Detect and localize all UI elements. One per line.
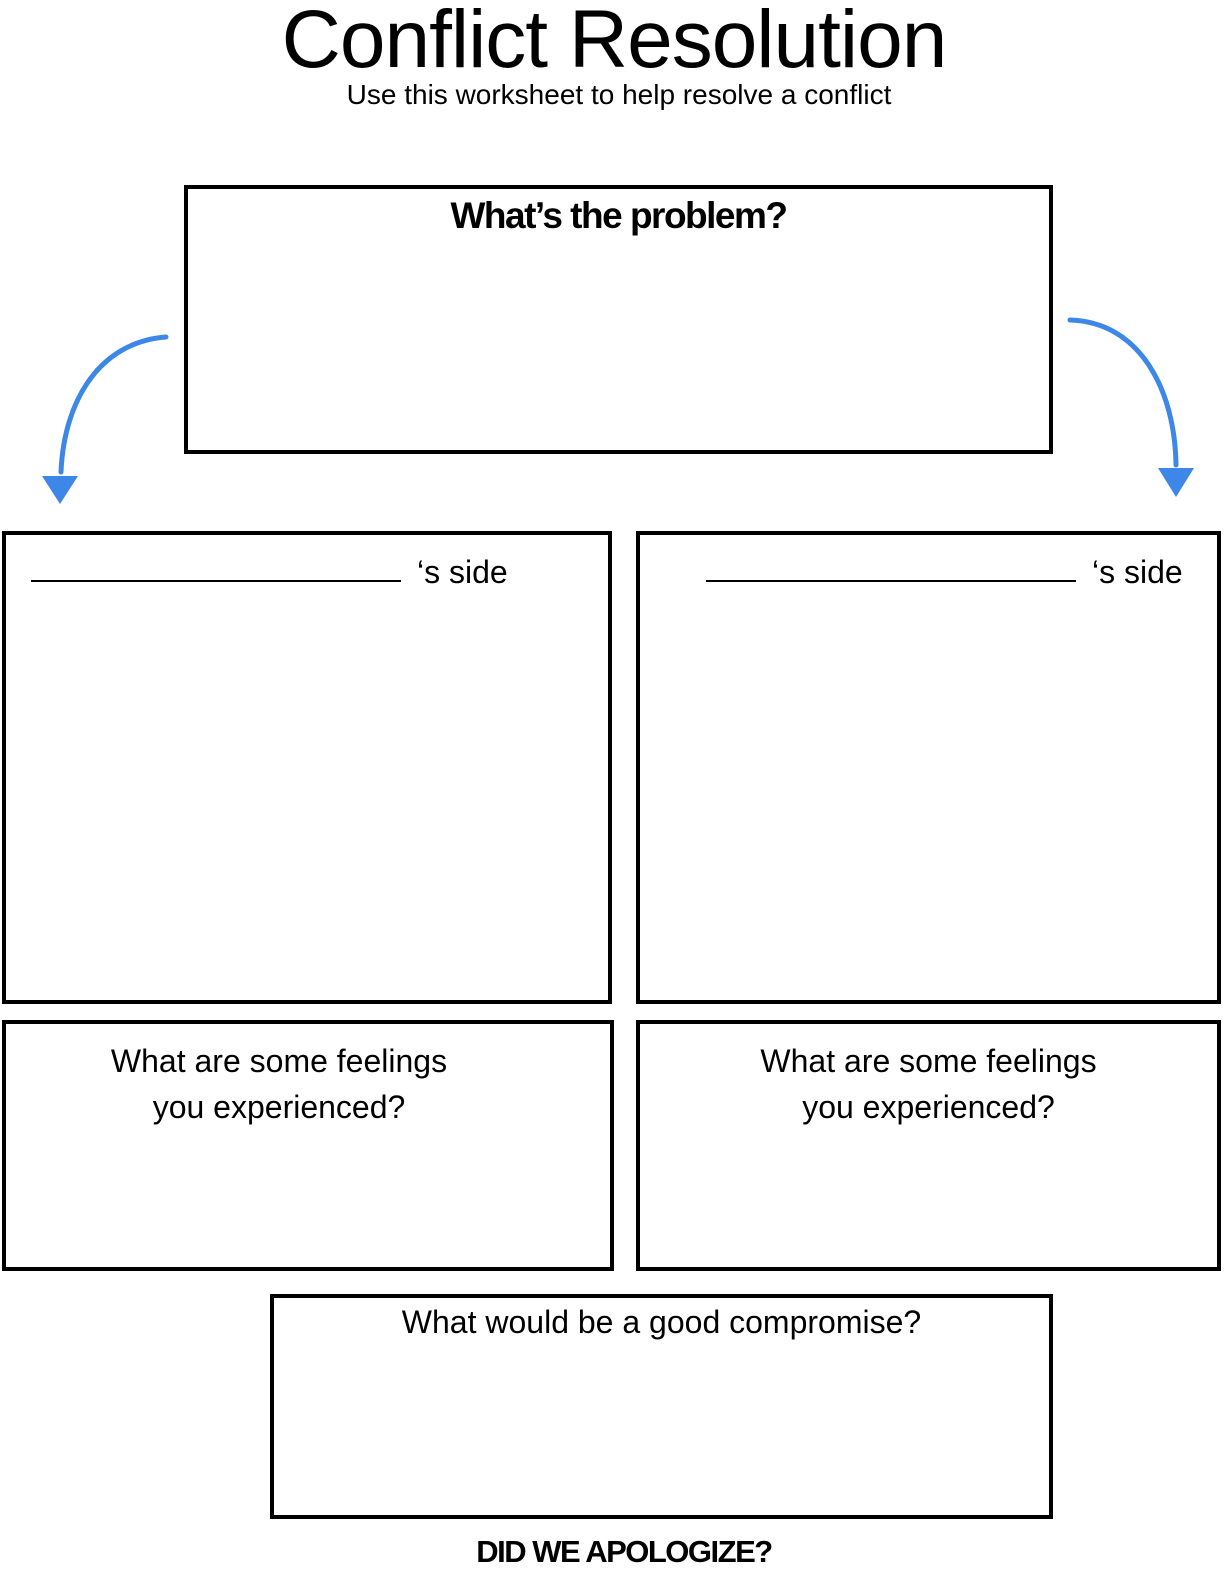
apology-question: DID WE APOLOGIZE? xyxy=(476,1534,773,1569)
curved-arrow-down-left-icon xyxy=(42,334,169,504)
problem-heading: What’s the problem? xyxy=(450,195,788,236)
left-feelings-line2: you experienced? xyxy=(152,1089,406,1125)
left-side-label: ‘s side xyxy=(417,554,508,590)
problem-box[interactable]: What’s the problem? xyxy=(184,185,1053,454)
left-feelings-prompt: What are some feelings you experienced? xyxy=(6,1038,552,1130)
compromise-heading: What would be a good compromise? xyxy=(401,1304,922,1340)
right-feelings-box[interactable]: What are some feelings you experienced? xyxy=(636,1020,1221,1271)
compromise-box[interactable]: What would be a good compromise? xyxy=(270,1294,1053,1519)
curved-arrow-down-right-icon xyxy=(1067,317,1194,497)
right-side-label: ‘s side xyxy=(1092,554,1183,590)
right-feelings-prompt: What are some feelings you experienced? xyxy=(640,1038,1217,1130)
left-feelings-line1: What are some feelings xyxy=(110,1043,448,1079)
right-feelings-line2: you experienced? xyxy=(802,1089,1055,1125)
page-title: Conflict Resolution xyxy=(281,0,948,85)
left-feelings-box[interactable]: What are some feelings you experienced? xyxy=(2,1020,614,1271)
page-subtitle: Use this worksheet to help resolve a con… xyxy=(346,79,892,110)
left-side-box[interactable]: ‘s side xyxy=(2,531,612,1004)
right-feelings-line1: What are some feelings xyxy=(760,1043,1097,1079)
right-side-box[interactable]: ‘s side xyxy=(636,531,1221,1004)
right-name-blank-line[interactable] xyxy=(706,580,1076,582)
left-name-blank-line[interactable] xyxy=(31,580,401,582)
